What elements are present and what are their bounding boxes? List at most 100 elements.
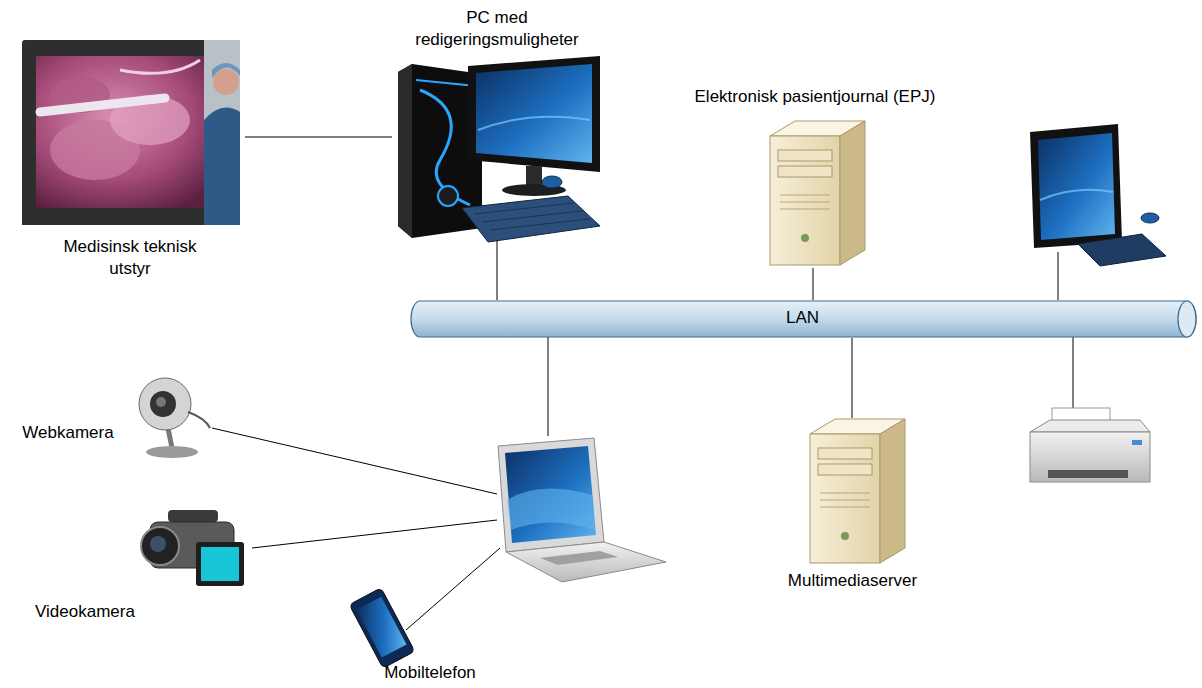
- mobile-phone-icon-part: [349, 588, 415, 668]
- medical-monitor-icon-part: [204, 108, 240, 226]
- server-icon: [770, 121, 865, 265]
- printer-icon: [1030, 408, 1150, 482]
- server-icon-part: [780, 195, 830, 209]
- laptop-icon: [498, 438, 666, 582]
- printer-icon-part: [1030, 432, 1150, 482]
- bus-body: [411, 301, 1196, 337]
- video-camera-icon: [141, 510, 244, 586]
- printer-icon-part: [1132, 440, 1142, 445]
- device-label: Mobiltelefon: [375, 662, 485, 684]
- server-icon-part: [820, 493, 870, 507]
- device-label: Medisinsk teknisk utstyr: [50, 236, 210, 280]
- network-cable: [245, 137, 392, 138]
- network-bus: LAN: [410, 300, 1197, 338]
- network-cable: [852, 338, 853, 418]
- webcam-icon-part: [146, 446, 198, 458]
- pc-icon-part: [526, 166, 542, 186]
- device-label: Videokamera: [15, 601, 155, 623]
- pc-icon-part: [474, 203, 590, 230]
- pc-icon-part: [438, 186, 458, 206]
- medical-monitor-icon-part: [212, 63, 240, 78]
- medical-monitor-icon-part: [36, 56, 226, 208]
- pc-icon-part: [476, 64, 592, 163]
- medical-monitor-icon-part: [120, 60, 200, 73]
- pc-icon-part: [462, 196, 600, 242]
- pc-icon-part: [398, 64, 412, 238]
- laptop-icon-part: [505, 446, 596, 543]
- pc-icon-part: [416, 80, 476, 86]
- device-node: Medisinsk teknisk utstyr: [20, 38, 245, 290]
- pc-icon-part: [468, 56, 600, 172]
- device-label: Multimediaserver: [770, 570, 935, 592]
- workstation-icon-part: [1030, 124, 1122, 248]
- laptop-icon-part: [498, 438, 604, 552]
- server-icon: [810, 419, 905, 563]
- server-icon-part: [810, 434, 880, 563]
- webcam-icon-part: [150, 391, 176, 417]
- printer-icon-part: [1030, 420, 1150, 432]
- medical-monitor-icon-part: [40, 98, 165, 112]
- server-icon-part: [778, 150, 832, 161]
- server-icon-part: [801, 234, 809, 242]
- bus-label: LAN: [410, 300, 1195, 336]
- server-icon-part: [880, 419, 905, 563]
- device-node: Elektronisk pasientjournal (EPJ): [655, 82, 977, 268]
- pc-icon-part: [478, 117, 590, 130]
- network-cable: [813, 268, 814, 300]
- network-wire-part: [212, 428, 497, 494]
- workstation-icon-part: [1141, 213, 1159, 223]
- webcam-icon-part: [188, 412, 210, 428]
- pc-icon-part: [420, 90, 470, 205]
- server-icon-part: [818, 464, 872, 475]
- device-node: PC med redigeringsmuligheter: [392, 3, 604, 240]
- device-node: Mobiltelefon: [340, 588, 490, 686]
- medical-monitor-icon-part: [213, 69, 239, 95]
- medical-monitor-icon-part: [22, 208, 204, 225]
- medical-monitor-icon-part: [204, 40, 240, 225]
- network-cable: [497, 240, 498, 300]
- video-camera-icon-part: [141, 527, 179, 565]
- video-camera-icon-part: [196, 542, 244, 586]
- server-icon-part: [778, 166, 832, 177]
- network-wire-part: [1058, 252, 1059, 300]
- device-label: Webkamera: [8, 422, 128, 444]
- video-camera-icon-part: [201, 547, 239, 581]
- device-label: Elektronisk pasientjournal (EPJ): [655, 86, 975, 108]
- medical-monitor-icon-part: [22, 40, 240, 225]
- network-wire-part: [252, 520, 497, 548]
- workstation-icon-part: [1038, 133, 1115, 240]
- webcam-icon-part: [168, 428, 172, 448]
- pc-icon: [398, 56, 600, 242]
- server-icon-part: [770, 136, 840, 265]
- medical-monitor-icon: [22, 40, 240, 225]
- pc-icon-part: [542, 176, 562, 188]
- bus-end: [1178, 301, 1196, 337]
- workstation-icon-part: [1078, 234, 1166, 266]
- workstation-icon: [1030, 124, 1166, 266]
- webcam-icon-part: [139, 378, 191, 430]
- video-camera-icon-part: [150, 536, 166, 552]
- server-icon-part: [818, 448, 872, 459]
- server-icon-part: [841, 532, 849, 540]
- video-camera-icon-part: [168, 510, 218, 522]
- device-label: PC med redigeringsmuligheter: [402, 7, 592, 51]
- device-node: Webkamera: [8, 372, 208, 457]
- webcam-icon: [139, 378, 210, 458]
- laptop-icon-part: [506, 542, 666, 582]
- laptop-icon-part: [507, 489, 595, 530]
- network-wire-part: [1073, 336, 1074, 418]
- server-icon-part: [840, 121, 865, 265]
- device-node: Videokamera: [15, 503, 255, 628]
- webcam-icon-part: [156, 397, 166, 407]
- laptop-icon-part: [540, 551, 618, 565]
- mobile-phone-icon: [349, 588, 415, 668]
- network-wire-part: [548, 336, 549, 436]
- mobile-phone-icon-part: [356, 597, 406, 658]
- device-node: Multimediaserver: [770, 418, 937, 600]
- workstation-icon-part: [1040, 190, 1113, 200]
- network-wire-part: [406, 548, 500, 630]
- printer-icon-part: [1048, 470, 1128, 478]
